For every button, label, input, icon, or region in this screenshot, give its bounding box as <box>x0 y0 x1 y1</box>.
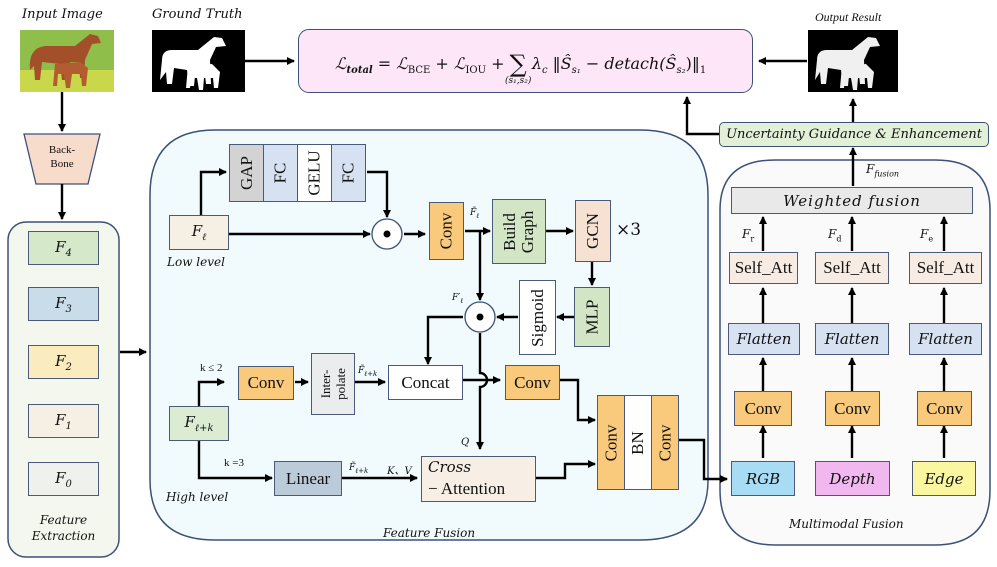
feature-block-f2: F2 <box>28 345 99 379</box>
cross-attention-block: Cross − Attention <box>421 456 536 502</box>
k-le-2-label: k ≤ 2 <box>200 362 223 374</box>
backbone-label: Back-Bone <box>48 144 76 170</box>
gcn-block: GCN <box>575 200 611 262</box>
interpolate-block: Inter-polate <box>311 353 355 415</box>
weighted-fusion-block: Weighted fusion <box>731 187 973 214</box>
f-tilde-l-label: F̃ℓ <box>470 208 480 220</box>
backbone-block <box>23 133 101 185</box>
ground-truth-mask <box>152 30 245 92</box>
gap-block: GAP <box>229 144 264 202</box>
uncertainty-guidance-box: Uncertainty Guidance & Enhancement <box>719 122 989 147</box>
sigmoid-block: Sigmoid <box>519 280 556 355</box>
loss-formula-box: ℒtotal = ℒBCE + ℒIOU + ∑ λc ‖Ŝs₁ − detac… <box>298 29 753 93</box>
conv-block-2: Conv <box>238 366 294 400</box>
feature-block-f4: F4 <box>28 231 99 265</box>
feature-block-f0: F0 <box>28 462 99 496</box>
output-result-mask <box>808 30 898 92</box>
input-block-edge: Edge <box>912 461 976 496</box>
gelu-block: GELU <box>297 144 332 202</box>
conv-block-edge: Conv <box>917 391 972 426</box>
low-level-label: Low level <box>167 255 225 269</box>
f-tilde-lk-label-2: F̃ℓ+k <box>349 463 369 475</box>
sum-subscript: (s₁,s₂) <box>505 76 532 86</box>
concat-block: Concat <box>388 365 463 400</box>
cbc-conv-1: Conv <box>597 395 625 490</box>
linear-block: Linear <box>274 461 342 496</box>
f-tilde-lk-label: F̃ℓ+k <box>358 366 378 378</box>
high-level-label: High level <box>166 490 229 504</box>
f-prime-l-label: F′ℓ <box>452 293 464 305</box>
loss-formula: ℒtotal = ℒBCE + ℒIOU + ∑ λc ‖Ŝs₁ − detac… <box>335 50 707 78</box>
uncertainty-guidance-label: Uncertainty Guidance & Enhancement <box>726 127 982 142</box>
feature-extraction-panel <box>7 221 120 558</box>
high-level-feature: Fℓ+k <box>169 406 229 441</box>
gcn-repeat-label: ×3 <box>616 220 642 240</box>
self-att-block-depth: Self_Att <box>815 252 889 284</box>
conv-block-3: Conv <box>505 365 560 400</box>
f-fusion-label: Ffusion <box>866 162 900 179</box>
ground-truth-label: Ground Truth <box>152 7 243 22</box>
elementwise-multiply-1 <box>371 218 403 250</box>
conv-block-1: Conv <box>429 202 464 260</box>
flatten-block-depth: Flatten <box>815 323 889 355</box>
self-att-block-rgb: Self_Att <box>729 252 798 284</box>
kv-label: K、V <box>387 466 412 477</box>
input-image <box>20 30 114 92</box>
flatten-block-edge: Flatten <box>909 323 982 355</box>
output-result-label: Output Result <box>815 10 882 24</box>
input-image-label: Input Image <box>22 7 103 22</box>
conv-block-rgb: Conv <box>734 391 792 426</box>
multimodal-fusion-title: Multimodal Fusion <box>789 517 904 531</box>
k-eq-3-label: k =3 <box>224 457 244 469</box>
flatten-block-rgb: Flatten <box>728 323 800 355</box>
feature-label-d: Fd <box>828 227 842 244</box>
feature-block-f3: F3 <box>28 287 99 321</box>
feature-fusion-title: Feature Fusion <box>383 526 476 540</box>
input-block-depth: Depth <box>815 461 890 496</box>
self-att-block-edge: Self_Att <box>909 252 982 284</box>
feature-label-r: Fr <box>742 227 755 244</box>
conv-block-depth: Conv <box>825 391 880 426</box>
low-level-feature: Fℓ <box>169 215 229 250</box>
mlp-block: MLP <box>574 287 610 347</box>
feature-label-e: Fe <box>920 227 934 244</box>
cbc-conv-2: Conv <box>651 395 679 490</box>
cbc-bn: BN <box>624 395 652 490</box>
q-label: Q <box>461 437 470 448</box>
elementwise-multiply-2 <box>464 301 496 333</box>
input-block-rgb: RGB <box>731 461 795 496</box>
fc-block-1: FC <box>263 144 298 202</box>
feature-block-f1: F1 <box>28 404 99 438</box>
fc-block-2: FC <box>331 144 366 202</box>
